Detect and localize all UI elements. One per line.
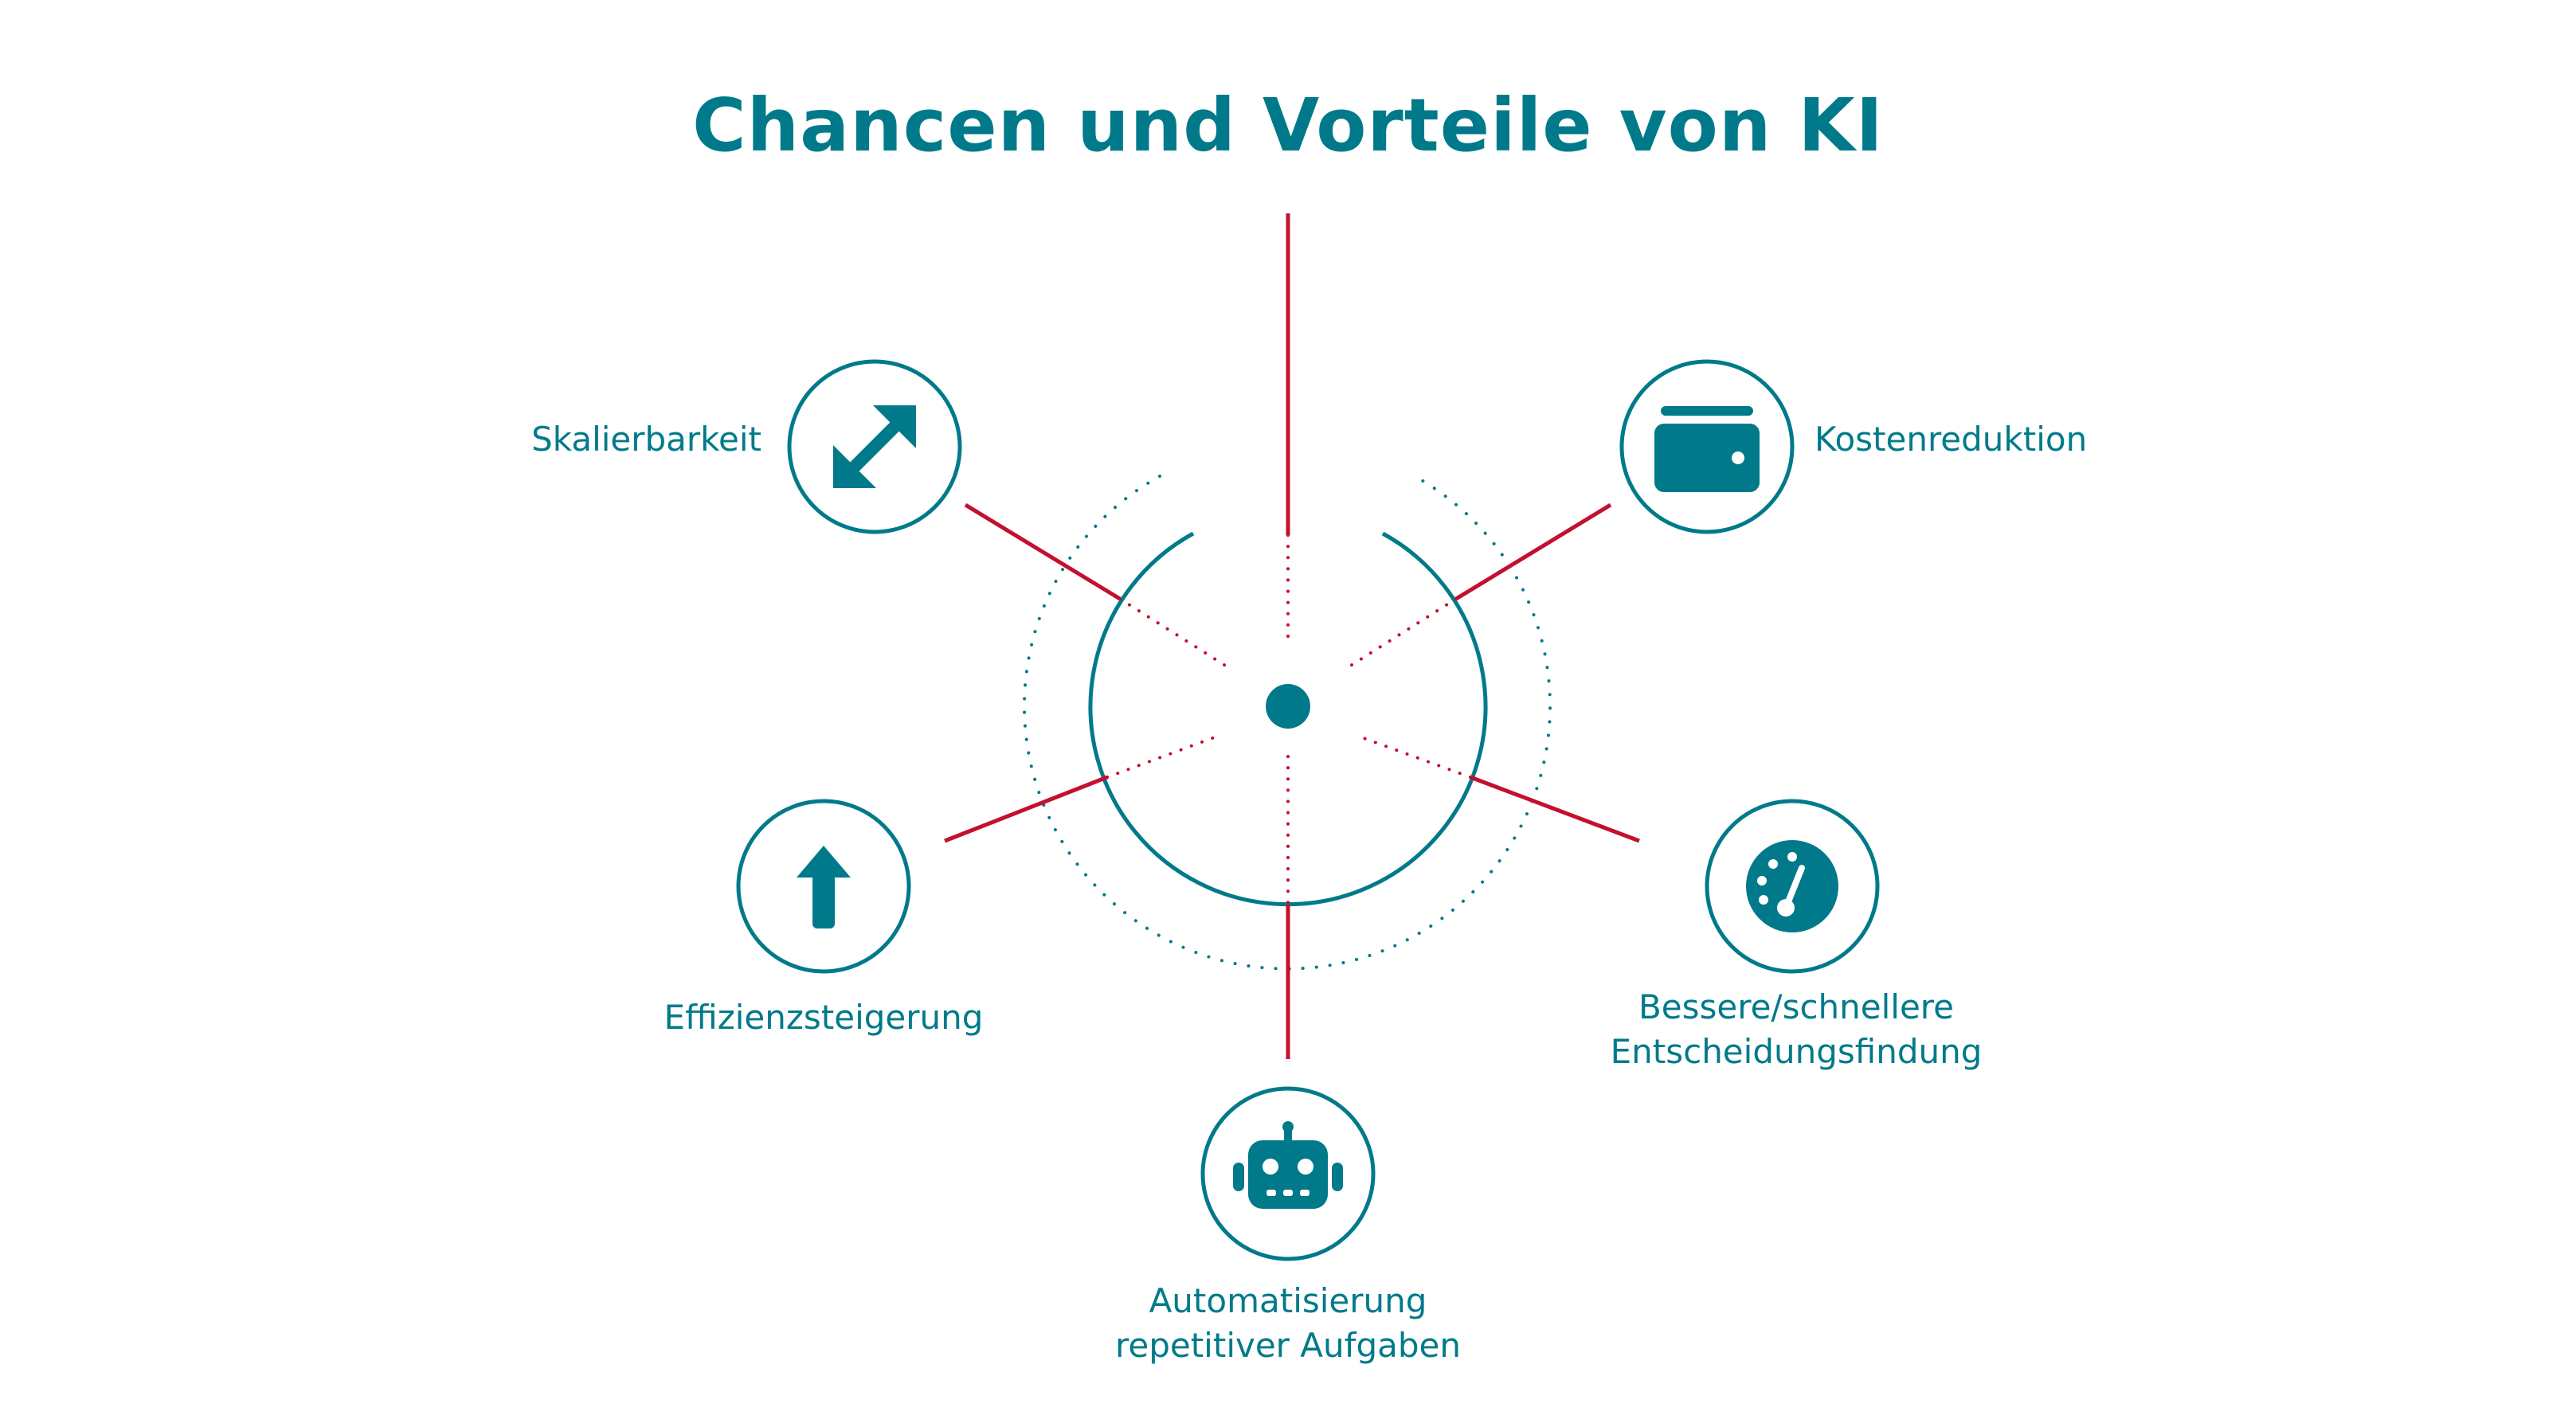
wallet-icon [1654,406,1760,492]
label-kostenreduktion: Kostenreduktion [1815,420,2088,459]
robot-icon [1233,1121,1343,1209]
label-entscheidungsfindung: Bessere/schnellere Entscheidungsfindung [1610,987,1983,1071]
label-automatisierung: Automatisierung repetitiver Aufgaben [1115,1281,1461,1365]
center-ring [1088,531,1488,907]
radial-dotted-segments [1106,534,1472,906]
node-kostenreduktion [1619,359,1795,534]
arrow-up-icon [797,846,851,928]
center-dot [1266,684,1310,729]
label-effizienzsteigerung: Effizienzsteigerung [664,998,984,1037]
radial-line-lower-right [1470,775,1640,843]
radial-line-upper-left [964,502,1122,601]
node-entscheidungsfindung [1705,799,1880,974]
node-skalierbarkeit [787,359,962,534]
speedometer-icon [1746,840,1838,932]
node-effizienzsteigerung [736,799,911,974]
radial-lines [944,213,1640,1059]
node-automatisierung [1200,1086,1376,1261]
diagram-title: Chancen und Vorteile von KI [692,83,1884,168]
resize-arrows-icon [833,405,916,488]
radial-line-lower-left [944,775,1108,843]
label-skalierbarkeit: Skalierbarkeit [531,420,761,459]
radial-line-upper-right [1454,502,1612,601]
